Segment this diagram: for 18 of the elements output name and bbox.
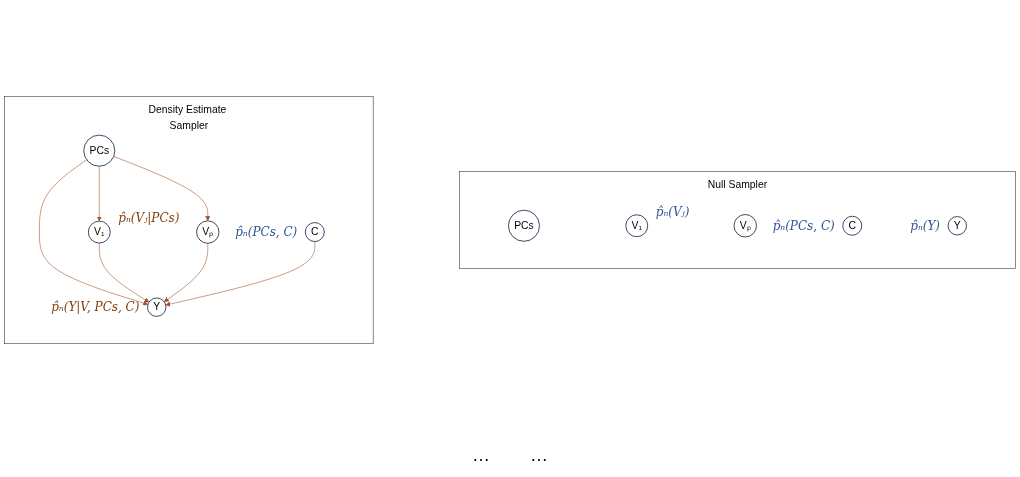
- node-circle: Vₚ: [733, 214, 757, 238]
- formula-label: p̂ₙ(Y): [910, 218, 941, 233]
- formula-label: p̂ₙ(Y|V, PCs, C): [51, 300, 140, 315]
- formula-label: p̂ₙ(PCs, C): [772, 218, 835, 233]
- node-circle: C: [842, 215, 863, 236]
- formula-label: p̂ₙ(Vⱼ|PCs): [118, 211, 180, 226]
- formula-label: p̂ₙ(Vⱼ): [655, 204, 690, 219]
- node-circle: PCs: [508, 209, 540, 242]
- node-circle: Vₚ: [196, 220, 220, 244]
- node-circle: Y: [947, 216, 967, 236]
- node-circle: Y: [147, 297, 167, 317]
- formula-label: p̂ₙ(PCs, C): [235, 225, 298, 240]
- node-circle: PCs: [83, 134, 116, 167]
- ellipsis-label: …: [472, 444, 490, 466]
- node-circle: C: [304, 222, 325, 242]
- node-circle: V₁: [87, 220, 111, 244]
- node-circle: V₁: [625, 214, 649, 238]
- ellipsis-label: …: [530, 444, 548, 466]
